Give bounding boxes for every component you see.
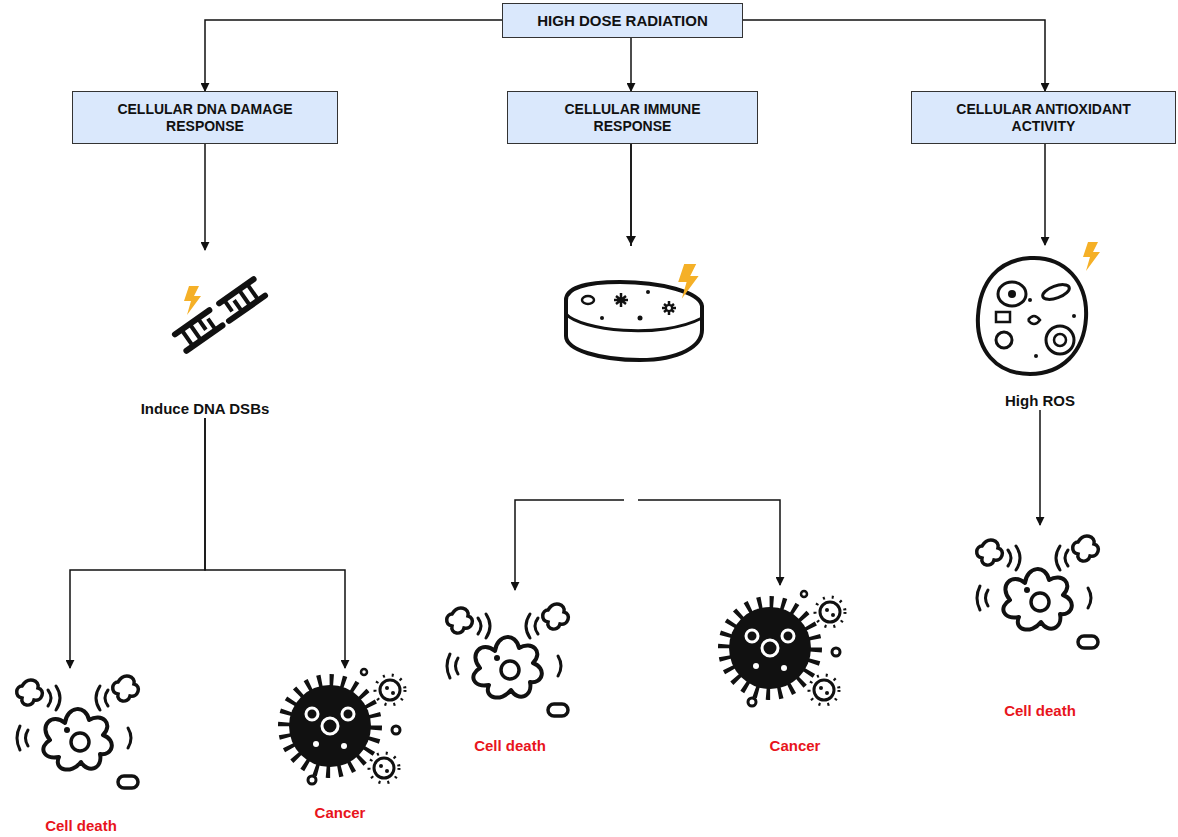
radiation-bolt — [184, 286, 201, 315]
connector-arrow — [630, 38, 632, 91]
caption: High ROS — [961, 392, 1119, 410]
connector-arrow — [1039, 410, 1041, 525]
caption: Cancer — [711, 737, 879, 755]
connector-arrow — [515, 144, 631, 590]
process-box: CELLULAR ANTIOXIDANT ACTIVITY — [911, 91, 1176, 144]
caption: Cell death — [961, 702, 1119, 720]
arrow-head — [626, 236, 636, 245]
outcome-node: Cancer — [711, 585, 879, 755]
cancer-icon — [724, 591, 845, 706]
figure-node: High ROS — [961, 245, 1119, 410]
connector-arrow — [204, 144, 206, 250]
box-label: CELLULAR IMMUNE RESPONSE — [528, 101, 737, 135]
immune-cell-icon — [566, 282, 702, 360]
radiation-bolt — [678, 264, 698, 299]
connector-arrow — [1044, 144, 1046, 245]
connector-arrow — [205, 418, 345, 668]
connector-arrow — [70, 418, 205, 668]
cell-death-icon — [17, 676, 139, 788]
caption: Cell death — [431, 737, 589, 755]
outcome-node: Cell death — [431, 590, 589, 755]
box-label: CELLULAR DNA DAMAGE RESPONSE — [93, 101, 317, 135]
cell-death-icon — [447, 604, 569, 716]
connector-arrow — [743, 20, 1045, 91]
process-box: CELLULAR DNA DAMAGE RESPONSE — [72, 91, 338, 144]
title-box: HIGH DOSE RADIATION — [502, 3, 743, 38]
dna-icon — [175, 279, 265, 350]
cell-death-icon — [977, 536, 1099, 648]
caption: Induce DNA DSBs — [131, 400, 279, 418]
process-box: CELLULAR IMMUNE RESPONSE — [507, 91, 758, 144]
cell-icon — [978, 258, 1086, 374]
line-gap — [624, 491, 638, 501]
caption: Cancer — [261, 804, 419, 822]
outcome-node: Cancer — [261, 668, 419, 822]
outcome-node: Cell death — [961, 525, 1119, 720]
outcome-node: Cell death — [2, 668, 160, 835]
connector-arrow — [631, 144, 780, 585]
connector-arrow — [205, 20, 502, 91]
figure-node: Induce DNA DSBs — [131, 250, 279, 418]
caption: Cell death — [2, 817, 160, 835]
box-label: HIGH DOSE RADIATION — [537, 12, 708, 29]
cancer-icon — [284, 669, 405, 784]
radiation-bolt — [1083, 242, 1100, 271]
box-label: CELLULAR ANTIOXIDANT ACTIVITY — [932, 101, 1155, 135]
